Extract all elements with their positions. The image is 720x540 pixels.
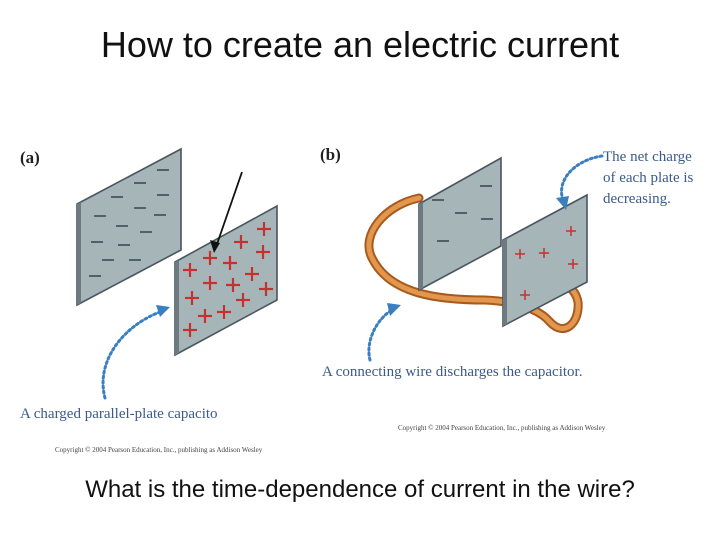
positive-plate-a — [174, 204, 278, 357]
panel-b-note-line3: decreasing. — [603, 191, 671, 207]
panel-b-caption: A connecting wire discharges the capacit… — [322, 364, 582, 380]
slide-title: How to create an electric current — [100, 24, 620, 65]
panel-b-label: (b) — [320, 145, 341, 164]
panel-a-caption: A charged parallel-plate capacito — [20, 406, 218, 422]
caption-arrow-b — [367, 303, 401, 362]
caption-arrow-a — [101, 305, 170, 400]
negative-plate-b — [418, 156, 502, 292]
panel-a-copyright: Copyright © 2004 Pearson Education, Inc.… — [55, 446, 263, 454]
panel-b-copyright: Copyright © 2004 Pearson Education, Inc.… — [398, 424, 606, 432]
panel-b-note-line1: The net charge — [603, 149, 692, 165]
pointer-arrow — [210, 171, 243, 253]
panel-a-label: (a) — [20, 148, 40, 167]
negative-plate-a — [76, 147, 182, 307]
question-text: What is the time-dependence of current i… — [85, 476, 635, 503]
positive-plate-b — [502, 193, 588, 328]
note-arrow-b — [556, 154, 604, 210]
panel-b-note-line2: of each plate is — [603, 170, 694, 186]
